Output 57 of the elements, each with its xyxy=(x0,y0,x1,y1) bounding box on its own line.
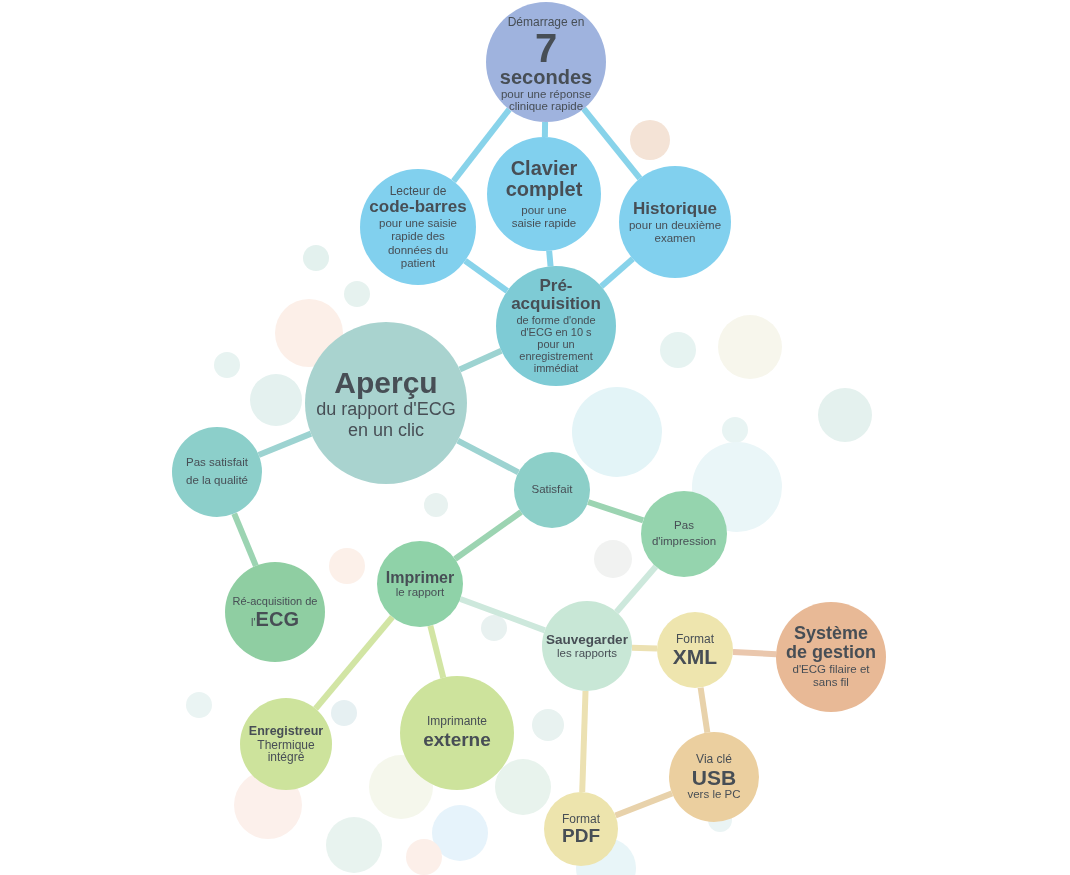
connector-line xyxy=(427,625,447,679)
node-caption: Pas satisfait de la qualité xyxy=(185,455,249,488)
node-heading: Système de gestion xyxy=(785,624,877,663)
connector-line xyxy=(732,648,777,658)
connector-line xyxy=(453,509,523,562)
connector-line xyxy=(541,121,549,138)
node-caption: d'ECG filaire et sans fil xyxy=(791,663,871,690)
connector-line xyxy=(587,499,645,524)
connector-line xyxy=(631,644,658,652)
node-caption: Format xyxy=(676,631,714,647)
node-caption: les rapports xyxy=(556,647,618,661)
connector-line xyxy=(257,430,313,458)
node-heading: Historique xyxy=(632,199,718,219)
node-caption: Imprimante xyxy=(427,714,487,729)
connector-line xyxy=(459,596,546,634)
node-heading: XML xyxy=(672,646,718,669)
connector-line xyxy=(581,106,643,181)
node-caption: Ré-acquisition de l'ECG xyxy=(231,593,319,631)
node-caption: Lecteur de xyxy=(389,184,447,199)
node-caption: Satisfait xyxy=(531,483,573,497)
node-heading: Sauvegarder xyxy=(546,631,628,648)
node-caption: Via clé xyxy=(696,753,732,767)
connector-line xyxy=(614,564,659,614)
node-caption: Pas d'impression xyxy=(650,518,718,549)
connector-line xyxy=(231,512,259,567)
connector-line xyxy=(451,107,512,183)
node-caption: pour un deuxième examen xyxy=(627,218,723,245)
node-caption: pour une saisie rapide des données du patient xyxy=(378,217,458,270)
node-caption: le rapport xyxy=(395,586,445,600)
node-heading: PDF xyxy=(562,826,600,847)
connector-line xyxy=(458,348,503,373)
node-heading: Pré-acquisition xyxy=(510,277,602,314)
connector-line xyxy=(546,250,554,267)
node-caption: pour une saisie rapide xyxy=(510,203,578,231)
node-heading: Aperçu xyxy=(334,365,438,399)
connector-line xyxy=(599,256,635,289)
connector-line xyxy=(697,687,711,733)
node-caption: du rapport d'ECG en un clic xyxy=(316,398,456,441)
node-heading: secondes xyxy=(499,65,593,88)
connector-line xyxy=(463,258,509,294)
node-heading: Enregistreur xyxy=(248,724,324,739)
connector-line xyxy=(614,790,674,819)
node-heading: Clavier complet xyxy=(504,157,584,200)
node-caption: Format xyxy=(562,811,600,827)
node-heading: code-barres xyxy=(369,198,467,218)
node-caption: Démarrage en xyxy=(507,16,585,30)
node-heading: 7 xyxy=(534,29,558,66)
connector-line xyxy=(313,615,395,711)
node-caption: Thermique intégré xyxy=(257,738,315,764)
node-caption: vers le PC xyxy=(687,787,741,801)
node-caption: pour une réponse clinique rapide xyxy=(499,87,593,112)
connector-line xyxy=(579,690,589,793)
node-heading: USB xyxy=(691,766,737,788)
node-heading: Imprimer xyxy=(385,568,455,587)
connector-line xyxy=(456,437,520,475)
node-heading: externe xyxy=(423,728,491,752)
node-caption: de forme d'onde d'ECG en 10 s pour un enregistrement immédiat xyxy=(515,314,597,375)
